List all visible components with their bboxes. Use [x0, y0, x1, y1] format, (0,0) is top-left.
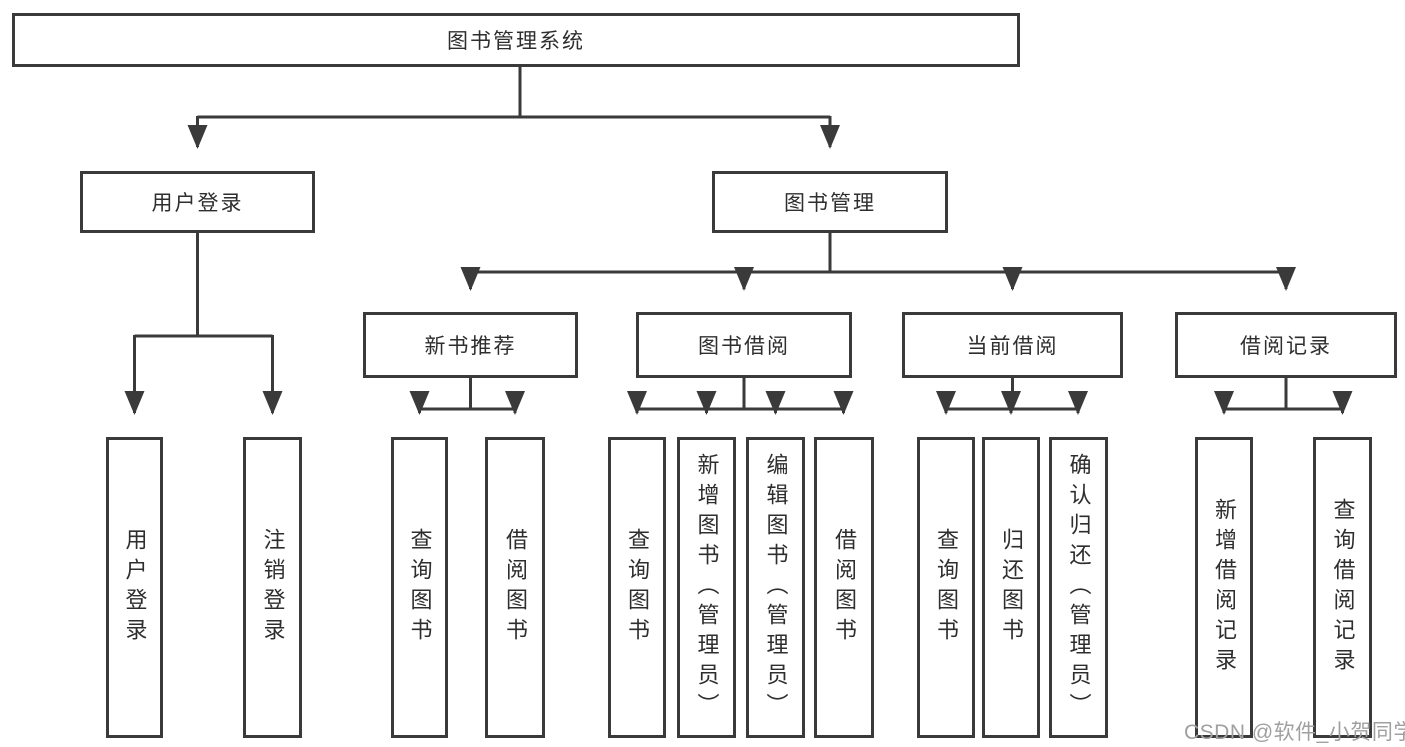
- leaf-query-books-current: 查询图书: [917, 437, 975, 738]
- leaf-return-books: 归还图书: [982, 437, 1040, 738]
- node-library-management-system: 图书管理系统: [12, 13, 1020, 67]
- node-new-book-recommend: 新书推荐: [363, 312, 578, 378]
- leaf-borrow-books-recommend: 借阅图书: [485, 437, 545, 738]
- node-user-login: 用户登录: [80, 171, 315, 233]
- leaf-logout: 注销登录: [243, 437, 302, 738]
- leaf-add-books-admin: 新增图书（管理员）: [677, 437, 736, 738]
- node-book-borrowing: 图书借阅: [636, 312, 852, 378]
- node-current-borrowing: 当前借阅: [902, 312, 1123, 378]
- leaf-confirm-return-admin: 确认归还（管理员）: [1049, 437, 1108, 738]
- leaf-query-books-recommend: 查询图书: [391, 437, 448, 738]
- leaf-query-books-borrowing: 查询图书: [608, 437, 666, 738]
- leaf-edit-books-admin: 编辑图书（管理员）: [746, 437, 805, 738]
- leaf-borrow-books: 借阅图书: [814, 437, 874, 738]
- node-book-management: 图书管理: [712, 171, 948, 233]
- leaf-add-borrow-record: 新增借阅记录: [1195, 437, 1253, 738]
- leaf-query-borrow-record: 查询借阅记录: [1313, 437, 1372, 738]
- csdn-watermark: CSDN @软件_小贺同学: [1184, 721, 1405, 744]
- leaf-user-login: 用户登录: [106, 437, 163, 738]
- node-borrowing-records: 借阅记录: [1175, 312, 1397, 378]
